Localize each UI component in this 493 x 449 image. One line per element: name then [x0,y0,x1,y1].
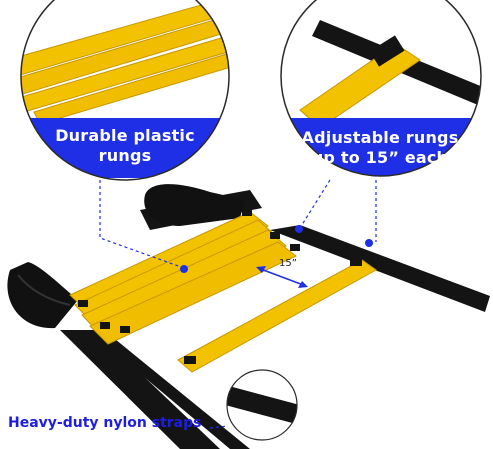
strap-bundle-top [144,184,245,226]
stacked-rungs [69,209,300,345]
spacing-arrow [256,266,308,288]
callout-plastic-line2: rungs [98,146,152,165]
callout-plastic-rungs: Durable plastic rungs [40,126,210,166]
strap-bundle-left [7,262,79,329]
callout-rungs-line1: Adjustable rungs [301,128,459,147]
callout-adjustable-rungs: Adjustable rungs up to 15” each [290,128,470,168]
leader-dots [180,225,373,273]
callout-rungs-line2: up to 15” each [311,148,449,167]
callout-plastic-line1: Durable plastic [55,126,195,145]
leader-lines [99,179,377,429]
zoom-circle-plastic [20,0,230,181]
zoom-circle-strap [226,369,298,441]
rung-spacing-label: 15” [279,258,297,269]
callout-nylon-straps: Heavy-duty nylon straps [8,415,202,431]
zoom-circle-rungs [280,0,482,177]
extended-rung [177,258,377,373]
